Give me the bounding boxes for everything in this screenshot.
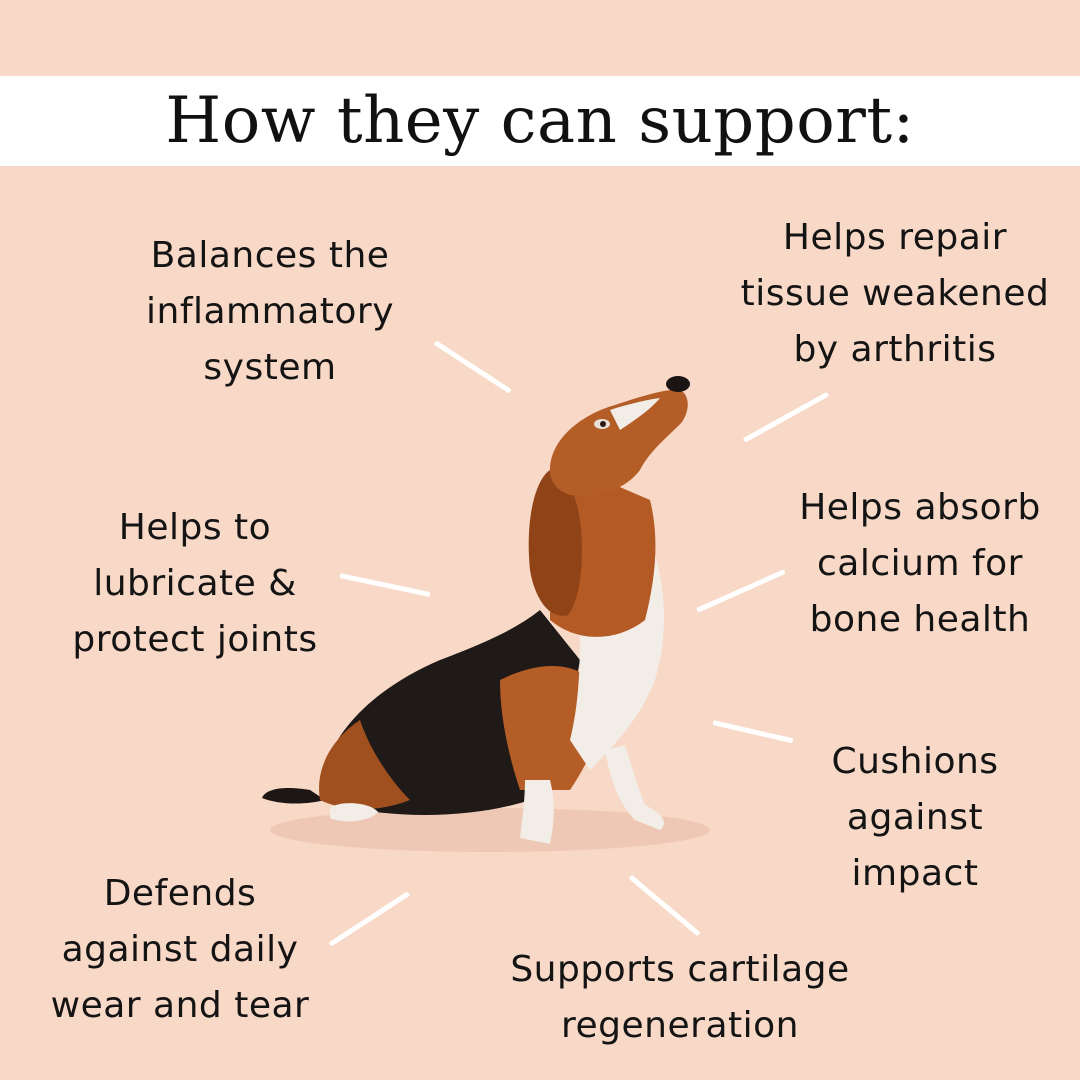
benefit-line: Supports cartilage xyxy=(510,949,850,990)
benefit-inflammatory: Balances the inflammatory system xyxy=(120,228,420,396)
benefit-line: Helps absorb xyxy=(799,487,1041,528)
benefit-line: calcium for xyxy=(817,543,1023,584)
basset-hound-image xyxy=(262,376,710,852)
page-title: How they can support: xyxy=(165,84,915,158)
benefit-repair-tissue: Helps repair tissue weakened by arthriti… xyxy=(720,210,1070,378)
benefit-line: against daily xyxy=(61,929,299,970)
benefit-line: Helps repair xyxy=(782,217,1008,258)
connector-line xyxy=(742,391,830,443)
benefit-line: bone health xyxy=(809,599,1031,640)
benefit-lubricate-joints: Helps to lubricate & protect joints xyxy=(40,500,350,668)
connector-line xyxy=(628,874,701,937)
benefit-line: protect joints xyxy=(72,619,318,660)
benefit-line: regeneration xyxy=(561,1005,799,1046)
benefit-line: by arthritis xyxy=(793,329,997,370)
title-banner: How they can support: xyxy=(0,76,1080,166)
benefit-line: Cushions xyxy=(831,741,999,782)
benefit-line: wear and tear xyxy=(50,985,310,1026)
benefit-calcium: Helps absorb calcium for bone health xyxy=(770,480,1070,648)
benefit-cushions-impact: Cushions against impact xyxy=(790,734,1040,902)
connector-line xyxy=(328,891,411,947)
benefit-cartilage: Supports cartilage regeneration xyxy=(470,942,890,1054)
benefit-line: against xyxy=(846,797,984,838)
benefit-line: Balances the xyxy=(150,235,390,276)
connector-line xyxy=(712,720,794,744)
benefit-line: system xyxy=(203,347,337,388)
benefit-wear-and-tear: Defends against daily wear and tear xyxy=(20,866,340,1034)
benefit-line: impact xyxy=(851,853,979,894)
benefit-line: Helps to xyxy=(118,507,272,548)
benefit-line: tissue weakened xyxy=(740,273,1050,314)
benefit-line: inflammatory xyxy=(146,291,394,332)
benefit-line: Defends xyxy=(103,873,257,914)
benefit-line: lubricate & xyxy=(93,563,297,604)
